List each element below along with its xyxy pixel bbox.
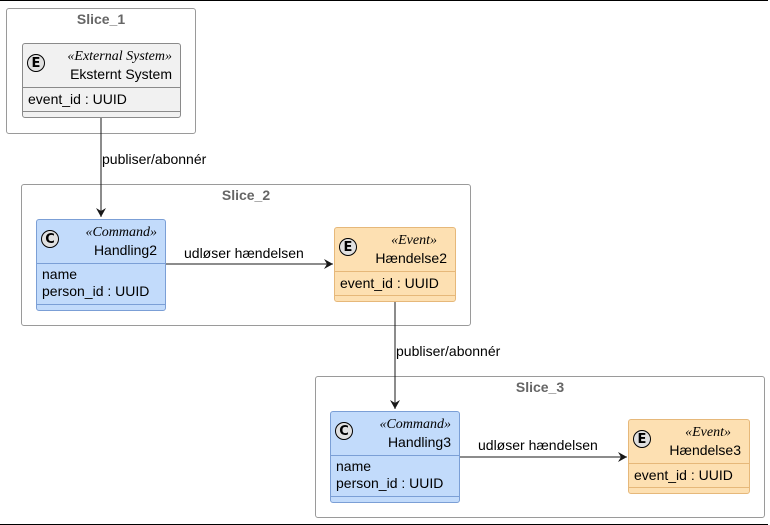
entity-badge-icon: E (27, 54, 45, 72)
class-haendelse2[interactable]: E «Event» Hændelse2 event_id : UUID (334, 227, 456, 302)
separator (629, 487, 749, 488)
class-handling2[interactable]: C «Command» Handling2 name person_id : U… (36, 219, 166, 311)
class-stereotype: «Command» (379, 417, 451, 432)
class-badge-icon: C (41, 230, 59, 248)
class-stereotype: «Command» (85, 225, 157, 240)
separator (37, 263, 165, 264)
class-stereotype: «Event» (391, 233, 437, 248)
class-eksternt-system[interactable]: E «External System» Eksternt System even… (22, 43, 181, 118)
class-name: Eksternt System (70, 66, 172, 82)
separator (331, 496, 459, 497)
separator (37, 304, 165, 305)
entity-badge-icon: E (633, 430, 651, 448)
class-field: name (336, 458, 372, 474)
separator (335, 271, 455, 272)
relation-label: publiser/abonnér (396, 343, 501, 359)
entity-badge-icon: E (339, 238, 357, 256)
class-name: Handling2 (93, 242, 157, 258)
class-name: Hændelse2 (375, 250, 447, 266)
class-badge-icon: C (335, 422, 353, 440)
class-field: event_id : UUID (340, 275, 439, 291)
separator (23, 87, 180, 88)
package-slice-2: Slice_2 (21, 184, 471, 326)
relation-label: udløser hændelsen (478, 437, 598, 453)
class-stereotype: «External System» (67, 49, 172, 64)
relation-label: udløser hændelsen (184, 245, 304, 261)
class-handling3[interactable]: C «Command» Handling3 name person_id : U… (330, 411, 460, 503)
class-field: event_id : UUID (634, 467, 733, 483)
class-field: event_id : UUID (28, 91, 127, 107)
package-title: Slice_3 (515, 379, 565, 395)
package-title: Slice_1 (76, 11, 126, 27)
class-name: Hændelse3 (669, 442, 741, 458)
separator (331, 455, 459, 456)
class-name: Handling3 (387, 434, 451, 450)
class-haendelse3[interactable]: E «Event» Hændelse3 event_id : UUID (628, 419, 750, 494)
package-slice-3: Slice_3 (315, 376, 765, 518)
separator (23, 111, 180, 112)
relation-label: publiser/abonnér (102, 151, 207, 167)
class-stereotype: «Event» (685, 425, 731, 440)
separator (335, 295, 455, 296)
class-field: person_id : UUID (336, 475, 444, 491)
class-field: person_id : UUID (42, 283, 150, 299)
separator (629, 463, 749, 464)
class-field: name (42, 266, 78, 282)
package-title: Slice_2 (221, 187, 271, 203)
